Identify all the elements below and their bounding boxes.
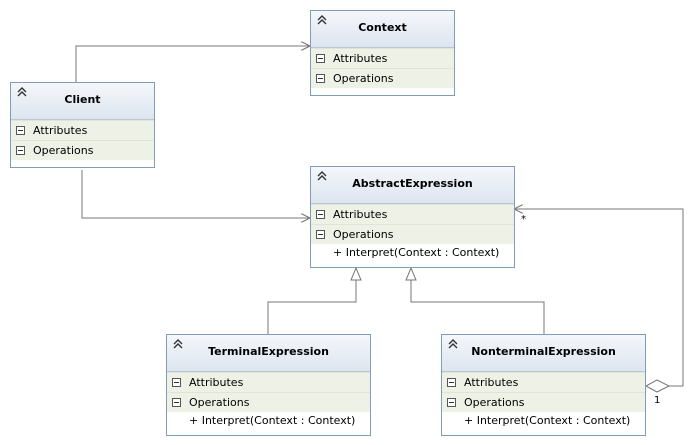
section-label: Operations (464, 396, 525, 409)
class-header: Context (311, 11, 454, 48)
collapse-chevron-icon[interactable] (446, 337, 460, 351)
attributes-section[interactable]: Attributes (11, 120, 154, 140)
class-nonterminal-expression[interactable]: NonterminalExpression Attributes Operati… (441, 334, 646, 436)
collapse-minus-icon[interactable] (16, 146, 25, 155)
collapse-chevron-icon[interactable] (15, 85, 29, 99)
collapse-minus-icon[interactable] (316, 210, 325, 219)
collapse-minus-icon[interactable] (447, 398, 456, 407)
attributes-section[interactable]: Attributes (311, 204, 514, 224)
operations-section[interactable]: Operations (167, 392, 370, 412)
section-label: Operations (33, 144, 94, 157)
nonterminal-generalization-line (410, 280, 545, 334)
class-header: NonterminalExpression (442, 335, 645, 372)
operations-section[interactable]: Operations (442, 392, 645, 412)
class-context[interactable]: Context Attributes Operations (310, 10, 455, 96)
client-abstract-association (81, 170, 310, 218)
operation-item[interactable]: + Interpret(Context : Context) (167, 412, 370, 429)
nonterminal-generalization-arrowhead (405, 266, 417, 281)
attributes-section[interactable]: Attributes (311, 48, 454, 68)
operations-section[interactable]: Operations (311, 224, 514, 244)
terminal-generalization-line (267, 280, 357, 334)
class-name: AbstractExpression (352, 177, 473, 190)
class-terminal-expression[interactable]: TerminalExpression Attributes Operations… (166, 334, 371, 436)
collapse-minus-icon[interactable] (172, 378, 181, 387)
operations-section[interactable]: Operations (11, 140, 154, 160)
operation-item[interactable]: + Interpret(Context : Context) (442, 412, 645, 429)
operation-item[interactable]: + Interpret(Context : Context) (311, 244, 514, 261)
class-client[interactable]: Client Attributes Operations (10, 82, 155, 168)
collapse-minus-icon[interactable] (316, 54, 325, 63)
collapse-chevron-icon[interactable] (315, 169, 329, 183)
class-abstract-expression[interactable]: AbstractExpression Attributes Operations… (310, 166, 515, 268)
collapse-chevron-icon[interactable] (315, 13, 329, 27)
section-label: Operations (333, 72, 394, 85)
operations-section[interactable]: Operations (311, 68, 454, 88)
collapse-minus-icon[interactable] (172, 398, 181, 407)
class-name: Client (64, 93, 101, 106)
terminal-generalization-arrowhead (350, 266, 362, 281)
class-header: TerminalExpression (167, 335, 370, 372)
multiplicity-one: 1 (654, 395, 661, 406)
collapse-minus-icon[interactable] (316, 230, 325, 239)
section-label: Operations (189, 396, 250, 409)
class-name: Context (358, 21, 407, 34)
class-header: Client (11, 83, 154, 120)
attributes-section[interactable]: Attributes (167, 372, 370, 392)
collapse-minus-icon[interactable] (447, 378, 456, 387)
class-name: NonterminalExpression (471, 345, 616, 358)
section-label: Attributes (189, 376, 244, 389)
aggregation-diamond (644, 379, 671, 393)
collapse-minus-icon[interactable] (316, 74, 325, 83)
attributes-section[interactable]: Attributes (442, 372, 645, 392)
collapse-minus-icon[interactable] (16, 126, 25, 135)
collapse-chevron-icon[interactable] (171, 337, 185, 351)
class-name: TerminalExpression (208, 345, 329, 358)
section-label: Operations (333, 228, 394, 241)
section-label: Attributes (464, 376, 519, 389)
class-header: AbstractExpression (311, 167, 514, 204)
client-context-association (75, 46, 310, 84)
section-label: Attributes (333, 208, 388, 221)
section-label: Attributes (33, 124, 88, 137)
multiplicity-many: * (521, 214, 526, 225)
aggregation-line (514, 209, 684, 387)
section-label: Attributes (333, 52, 388, 65)
